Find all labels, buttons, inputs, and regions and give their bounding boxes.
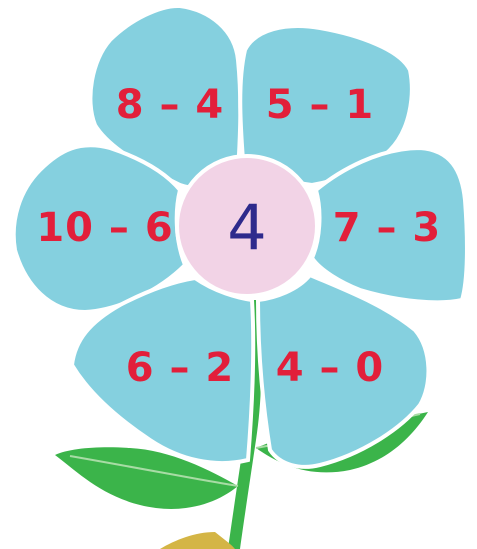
pot: [160, 532, 235, 549]
petal-expression-bottom-left: 6 – 2: [126, 348, 235, 388]
petal-expression-top-right: 5 – 1: [266, 85, 375, 125]
petal-expression-right: 7 – 3: [333, 208, 442, 248]
petal-expression-bottom-right: 4 – 0: [276, 348, 385, 388]
petal-expression-top-left: 8 – 4: [116, 85, 225, 125]
petal-expression-left: 10 – 6: [36, 208, 173, 248]
center-number: 4: [227, 197, 266, 259]
